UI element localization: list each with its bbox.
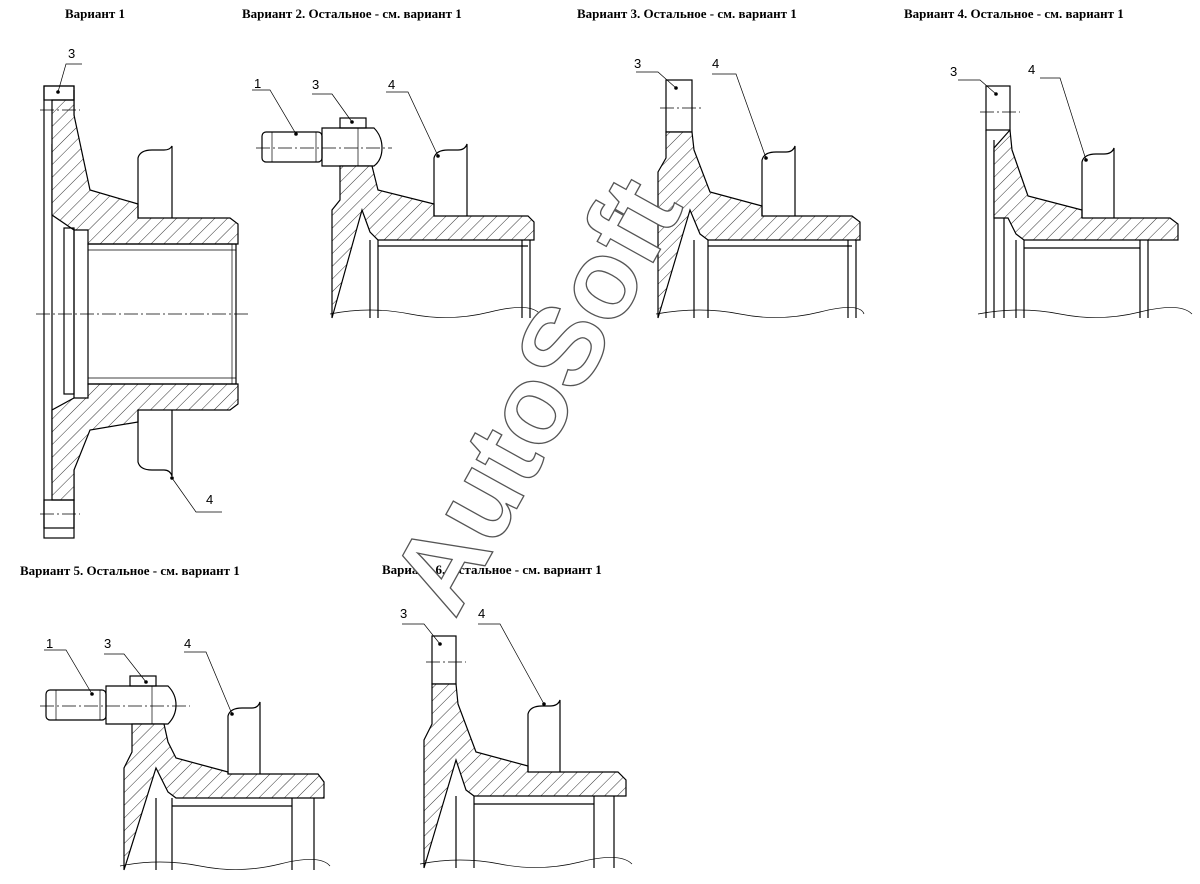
callout-3: 3: [634, 56, 641, 71]
callout-4: 4: [184, 636, 191, 651]
callout-3: 3: [312, 77, 319, 92]
callout-3: 3: [400, 606, 407, 621]
callout-4: 4: [1028, 62, 1035, 77]
variant-1-title: Вариант 1: [65, 6, 126, 21]
callout-1: 1: [254, 76, 261, 91]
callout-3: 3: [104, 636, 111, 651]
variant-6-drawing: 3 4: [400, 606, 633, 869]
callout-1: 1: [46, 636, 53, 651]
variant-2-title: Вариант 2. Остальное - см. вариант 1: [242, 6, 462, 21]
variant-2-drawing: 1 3 4: [252, 76, 541, 319]
variant-1-drawing: 3 4: [36, 46, 250, 539]
callout-3: 3: [68, 46, 75, 61]
callout-3: 3: [950, 64, 957, 79]
variant-3-title: Вариант 3. Остальное - см. вариант 1: [577, 6, 797, 21]
variant-4-title: Вариант 4. Остальное - см. вариант 1: [904, 6, 1124, 21]
callout-4: 4: [388, 77, 395, 92]
variant-3-drawing: 3 4: [634, 56, 865, 319]
variant-4-drawing: 3 4: [950, 62, 1193, 318]
callout-4: 4: [478, 606, 485, 621]
variant-5-title: Вариант 5. Остальное - см. вариант 1: [20, 563, 240, 578]
variant-6-title: Вариант 6. Остальное - см. вариант 1: [382, 562, 602, 577]
variant-5-drawing: 1 3 4: [40, 636, 331, 871]
callout-4: 4: [206, 492, 213, 507]
callout-4: 4: [712, 56, 719, 71]
